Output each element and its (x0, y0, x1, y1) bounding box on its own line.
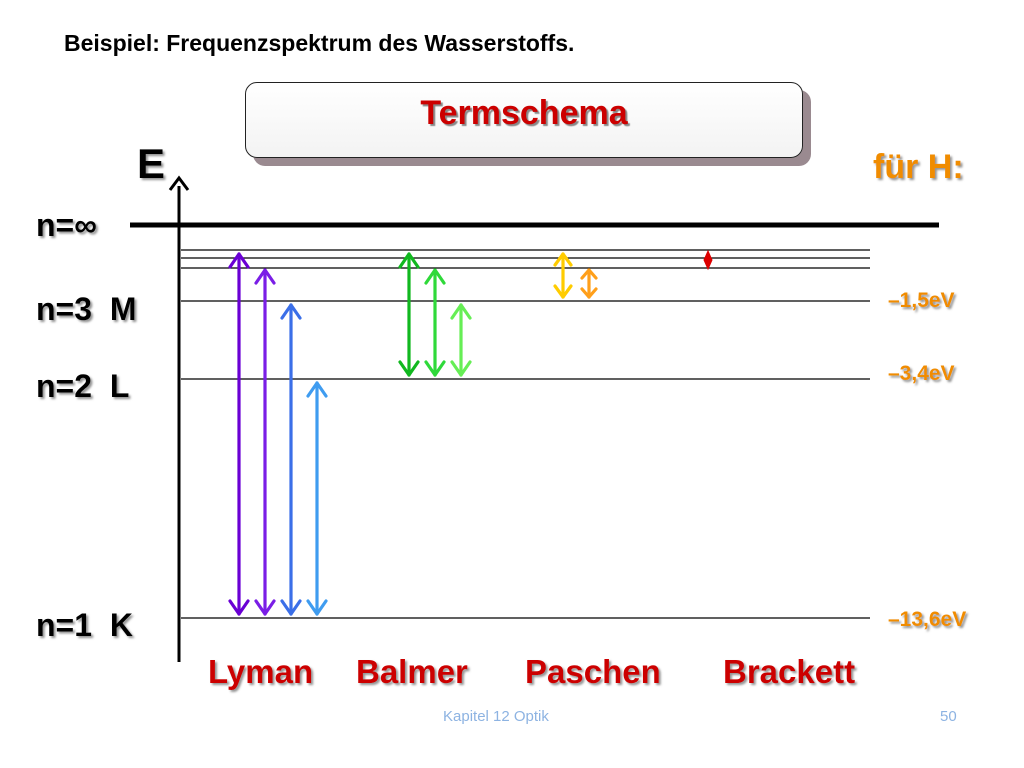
diagram-title: Termschema (420, 93, 628, 132)
balmer-arrow-1 (398, 252, 420, 377)
axis-label: E (137, 140, 165, 187)
level-label-n1: n=1 K (36, 607, 133, 643)
balmer-arrow-3 (450, 303, 472, 377)
series-label-paschen: Paschen (525, 653, 661, 690)
energy-label-n3: –1,5eV (888, 289, 955, 312)
footer-chapter: Kapitel 12 Optik (443, 708, 549, 725)
series-label-balmer: Balmer (356, 653, 468, 690)
level-label-infinity: n=∞ (36, 207, 97, 243)
series-label-brackett: Brackett (723, 653, 855, 690)
axis-arrowhead (168, 175, 190, 191)
energy-label-n1: –13,6eV (888, 608, 966, 631)
lyman-arrow-3 (280, 303, 302, 616)
lyman-arrow-4 (306, 381, 328, 616)
lyman-arrow-1 (228, 252, 250, 616)
series-label-lyman: Lyman (208, 653, 313, 690)
lyman-transitions (228, 252, 328, 616)
footer-page-number: 50 (940, 708, 957, 725)
energy-label-n2: –3,4eV (888, 362, 955, 385)
paschen-transitions (553, 252, 598, 299)
title-box: Termschema (245, 82, 803, 158)
slide-heading: Beispiel: Frequenzspektrum des Wassersto… (64, 30, 575, 56)
element-label: für H: (873, 148, 964, 186)
paschen-arrow-1 (553, 252, 573, 299)
balmer-transitions (398, 252, 472, 377)
brackett-arrow-1 (703, 249, 713, 271)
brackett-transitions (703, 249, 713, 271)
level-label-n3: n=3 M (36, 291, 136, 327)
paschen-arrow-2 (580, 268, 598, 299)
level-label-n2: n=2 L (36, 368, 129, 404)
lyman-arrow-2 (254, 268, 276, 616)
balmer-arrow-2 (424, 268, 446, 377)
